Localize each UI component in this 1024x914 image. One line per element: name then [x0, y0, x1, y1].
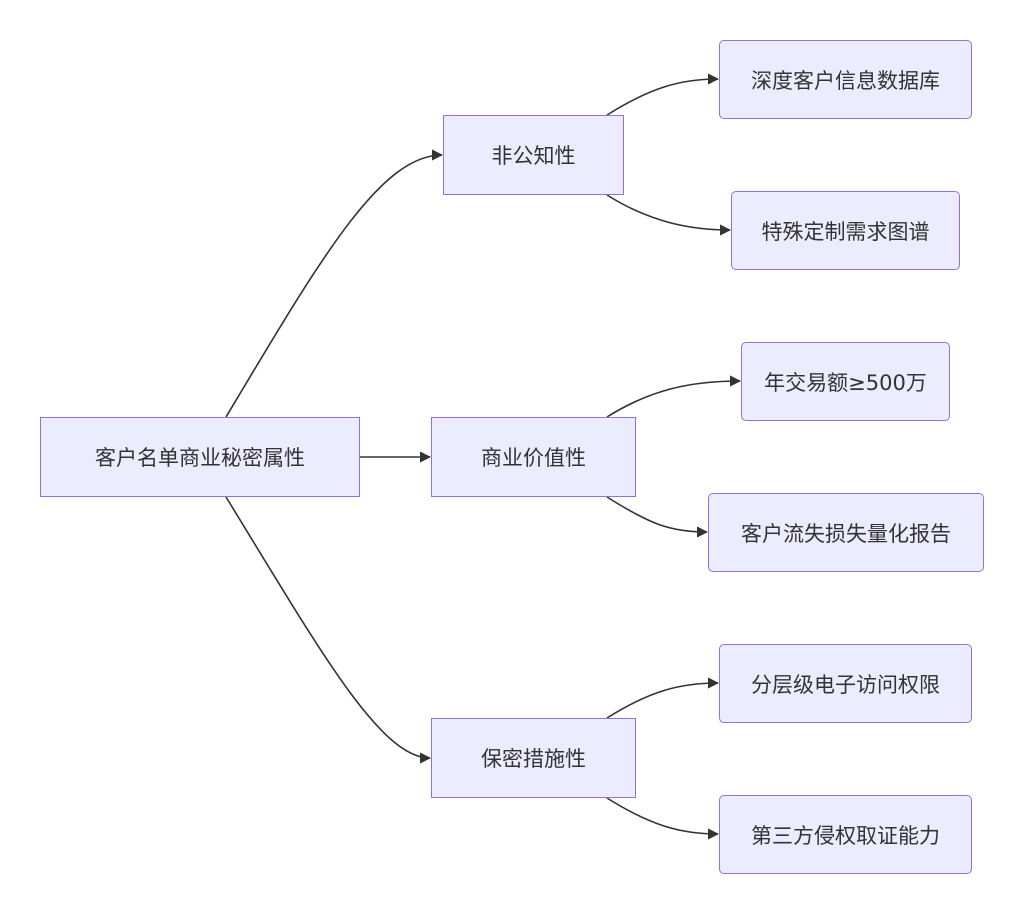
leaf-node-loss-report: 客户流失损失量化报告 [708, 493, 984, 572]
edge-root-to-branch-1 [225, 149, 444, 418]
leaf-node-custom-demand-map: 特殊定制需求图谱 [731, 191, 960, 270]
leaf-node-customer-database: 深度客户信息数据库 [719, 40, 972, 119]
branch-node-commercial-value: 商业价值性 [431, 417, 636, 497]
leaf-node-access-permissions: 分层级电子访问权限 [719, 644, 972, 723]
edge-branch-2-to-leaf-2 [606, 496, 709, 538]
branch-node-confidentiality-measures: 保密措施性 [431, 718, 636, 798]
root-node: 客户名单商业秘密属性 [40, 417, 360, 497]
leaf-node-evidence-capability: 第三方侵权取证能力 [719, 795, 972, 874]
edge-branch-2-to-leaf-1 [606, 375, 742, 418]
branch-node-non-public: 非公知性 [443, 115, 624, 195]
edge-branch-1-to-leaf-2 [606, 194, 732, 236]
edge-branch-1-to-leaf-1 [606, 73, 720, 116]
edge-branch-3-to-leaf-1 [606, 677, 720, 719]
leaf-node-annual-volume: 年交易额≥500万 [741, 342, 950, 421]
edge-root-to-branch-3 [225, 496, 432, 764]
edge-branch-3-to-leaf-2 [606, 797, 720, 840]
